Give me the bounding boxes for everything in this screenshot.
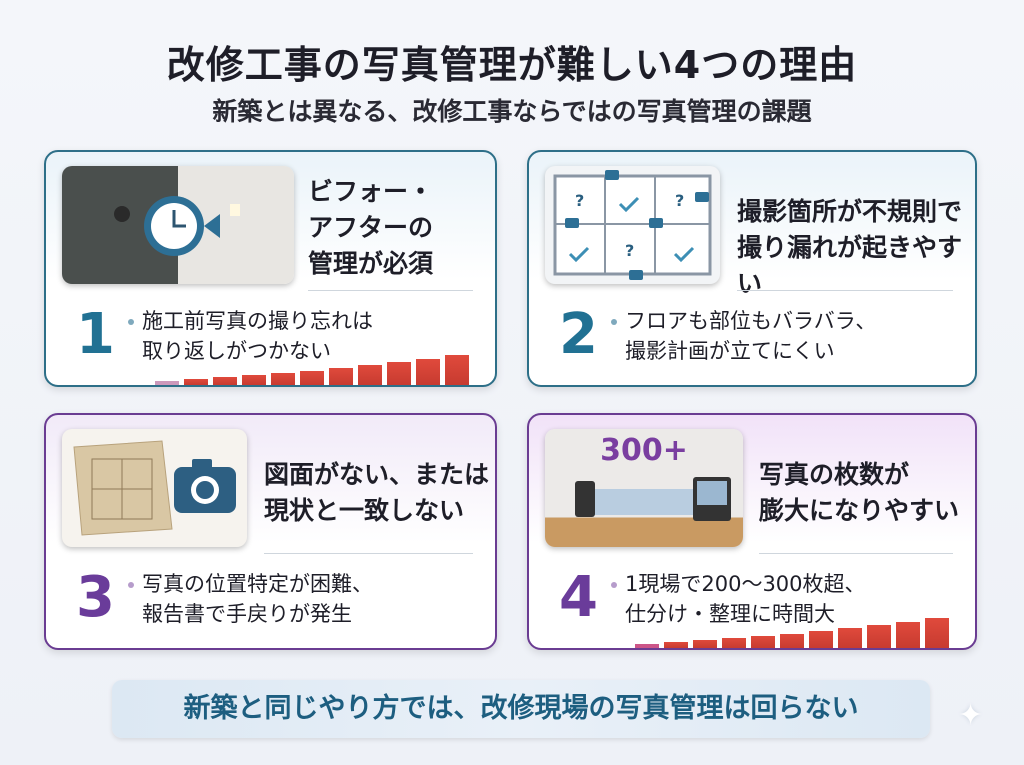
divider [759, 553, 953, 554]
svg-text:?: ? [625, 241, 634, 260]
card-heading: ビフォー・アフターの管理が必須 [308, 177, 434, 278]
reason-card-1: ビフォー・アフターの管理が必須 1 施工前写真の撮り忘れは 取り返しがつかない [44, 150, 497, 387]
card-number: 3 [76, 565, 115, 630]
divider [264, 553, 473, 554]
card-heading: 撮影箇所が不規則で撮り漏れが起きやすい [737, 197, 963, 298]
before-after-image [62, 166, 294, 284]
old-drawing-image [62, 429, 247, 547]
reason-card-2: ? ? ? 撮影箇所が不規則で撮り漏れが起きやすい 2 フロアも部位もバラバラ、… [527, 150, 977, 387]
sparkle-icon: ✦ [958, 698, 984, 733]
floor-plan-camera-icon: ? ? ? [553, 170, 712, 280]
card-body: 1現場で200〜300枚超、 仕分け・整理に時間大 [611, 569, 866, 629]
clock-arrow-icon [114, 196, 240, 256]
svg-text:?: ? [675, 191, 684, 210]
drawing-camera-icon [73, 440, 236, 536]
bar-decoration [635, 618, 949, 648]
reason-card-3: 図面がない、または現状と一致しない 3 写真の位置特定が困難、 報告書で手戻りが… [44, 413, 497, 650]
card-heading: 写真の枚数が膨大になりやすい [759, 460, 960, 525]
card-body: フロアも部位もバラバラ、 撮影計画が立てにくい [611, 306, 876, 366]
card-body: 施工前写真の撮り忘れは 取り返しがつかない [128, 306, 373, 366]
photo-count-label: 300+ [600, 433, 688, 468]
card-number: 1 [76, 302, 115, 367]
divider [737, 290, 953, 291]
svg-text:?: ? [575, 191, 584, 210]
photos-devices-icon [575, 477, 731, 521]
bar-decoration [155, 355, 469, 385]
floor-plan-image: ? ? ? [545, 166, 720, 284]
photo-pile-image: 300+ [545, 429, 743, 547]
page-title: 改修工事の写真管理が難しい4つの理由 [166, 43, 858, 87]
divider [308, 290, 473, 291]
card-number: 4 [559, 565, 598, 630]
card-number: 2 [559, 302, 598, 367]
reason-card-4: 300+ 写真の枚数が膨大になりやすい 4 1現場で200〜300枚超、 仕分け… [527, 413, 977, 650]
page-subtitle: 新築とは異なる、改修工事ならではの写真管理の課題 [212, 97, 812, 126]
conclusion-banner: 新築と同じやり方では、改修現場の写真管理は回らない [112, 680, 930, 738]
card-body: 写真の位置特定が困難、 報告書で手戻りが発生 [128, 569, 373, 629]
card-heading: 図面がない、または現状と一致しない [264, 460, 490, 525]
